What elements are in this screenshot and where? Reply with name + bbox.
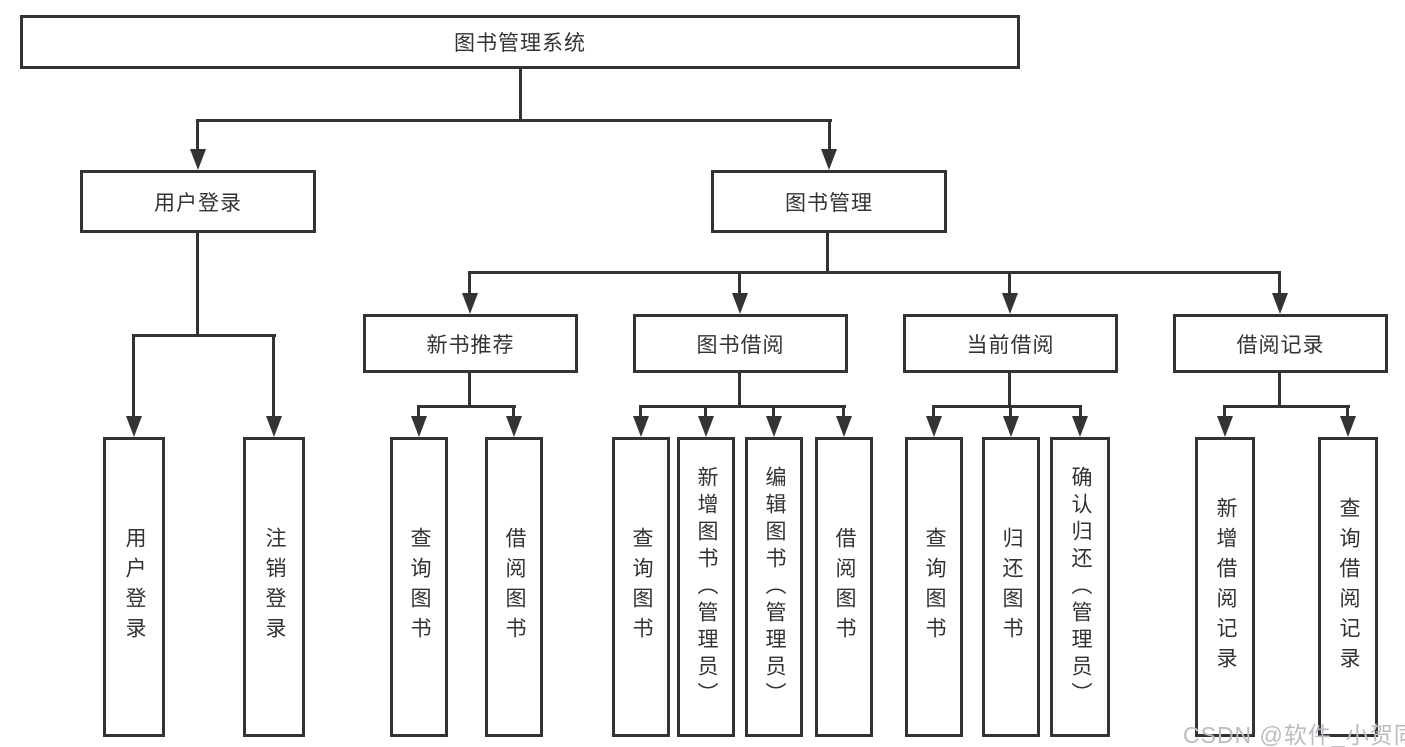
connector-line — [828, 119, 831, 155]
node-borrow-record: 借阅记录 — [1173, 314, 1388, 373]
leaf-query-books-borrow: 查询图书 — [612, 437, 670, 737]
connector-line — [468, 371, 471, 408]
leaf-label: 新增图书（管理员） — [695, 465, 718, 709]
node-book-borrow: 图书借阅 — [633, 314, 848, 373]
node-new-book-recommend: 新书推荐 — [363, 314, 578, 373]
connector-line — [704, 405, 707, 423]
leaf-label: 确认归还（管理员） — [1069, 465, 1092, 709]
connector-line — [842, 405, 845, 423]
leaf-label: 查询图书 — [408, 527, 431, 647]
connector-line — [1008, 371, 1011, 408]
arrowhead — [190, 149, 206, 170]
connector-line — [826, 231, 829, 274]
leaf-edit-books-admin: 编辑图书（管理员） — [745, 437, 803, 737]
leaf-add-books-admin: 新增图书（管理员） — [677, 437, 735, 737]
leaf-return-books: 归还图书 — [982, 437, 1040, 737]
node-root-library-system: 图书管理系统 — [20, 15, 1020, 69]
connector-line — [1278, 271, 1281, 299]
arrowhead — [732, 293, 748, 314]
connector-line — [1079, 405, 1082, 423]
connector-line — [468, 271, 471, 299]
connector-line — [1223, 405, 1226, 423]
connector-line — [417, 405, 516, 408]
connector-line — [132, 334, 135, 422]
connector-line — [272, 334, 275, 422]
connector-line — [1008, 271, 1011, 299]
arrowhead — [506, 416, 522, 437]
leaf-logout: 注销登录 — [243, 437, 305, 737]
connector-line — [196, 231, 199, 337]
connector-line — [196, 119, 199, 155]
connector-line — [738, 271, 741, 299]
arrowhead — [1003, 416, 1019, 437]
connector-line — [196, 119, 832, 122]
leaf-label: 借阅图书 — [833, 527, 856, 647]
arrowhead — [633, 416, 649, 437]
node-book-management: 图书管理 — [711, 170, 947, 233]
arrowhead — [766, 416, 782, 437]
connector-line — [132, 334, 276, 337]
leaf-label: 查询图书 — [630, 527, 653, 647]
arrowhead — [462, 293, 478, 314]
connector-line — [1009, 405, 1012, 423]
leaf-label: 新增借阅记录 — [1214, 497, 1237, 677]
arrowhead — [1272, 293, 1288, 314]
arrowhead — [411, 416, 427, 437]
connector-line — [519, 68, 522, 122]
arrowhead — [266, 416, 282, 437]
arrowhead — [1340, 416, 1356, 437]
leaf-label: 用户登录 — [123, 527, 146, 647]
leaf-query-books-recommend: 查询图书 — [390, 437, 448, 737]
connector-line — [932, 405, 1082, 408]
leaf-add-borrow-record: 新增借阅记录 — [1195, 437, 1255, 737]
connector-line — [1223, 405, 1350, 408]
connector-line — [639, 405, 846, 408]
arrowhead — [1002, 293, 1018, 314]
connector-line — [639, 405, 642, 423]
arrowhead — [821, 149, 837, 170]
leaf-confirm-return-admin: 确认归还（管理员） — [1050, 437, 1110, 737]
leaf-label: 查询借阅记录 — [1337, 497, 1360, 677]
leaf-borrow-books-recommend: 借阅图书 — [485, 437, 543, 737]
connector-line — [772, 405, 775, 423]
leaf-borrow-books: 借阅图书 — [815, 437, 873, 737]
arrowhead — [698, 416, 714, 437]
connector-line — [1278, 371, 1281, 408]
arrowhead — [1217, 416, 1233, 437]
node-user-login: 用户登录 — [80, 170, 316, 233]
leaf-label: 注销登录 — [263, 527, 286, 647]
leaf-query-books-current: 查询图书 — [905, 437, 963, 737]
arrowhead — [926, 416, 942, 437]
arrowhead — [1072, 416, 1088, 437]
leaf-label: 查询图书 — [923, 527, 946, 647]
leaf-label: 编辑图书（管理员） — [763, 465, 786, 709]
leaf-user-login: 用户登录 — [103, 437, 165, 737]
connector-line — [1346, 405, 1349, 423]
connector-line — [512, 405, 515, 423]
node-current-borrow: 当前借阅 — [903, 314, 1118, 373]
leaf-label: 归还图书 — [1000, 527, 1023, 647]
csdn-watermark: CSDN @软件_小贺同学 — [1183, 722, 1405, 747]
connector-line — [738, 371, 741, 408]
leaf-label: 借阅图书 — [503, 527, 526, 647]
connector-line — [932, 405, 935, 423]
connector-line — [417, 405, 420, 423]
connector-line — [468, 271, 1281, 274]
arrowhead — [126, 416, 142, 437]
leaf-query-borrow-record: 查询借阅记录 — [1318, 437, 1378, 737]
arrowhead — [836, 416, 852, 437]
